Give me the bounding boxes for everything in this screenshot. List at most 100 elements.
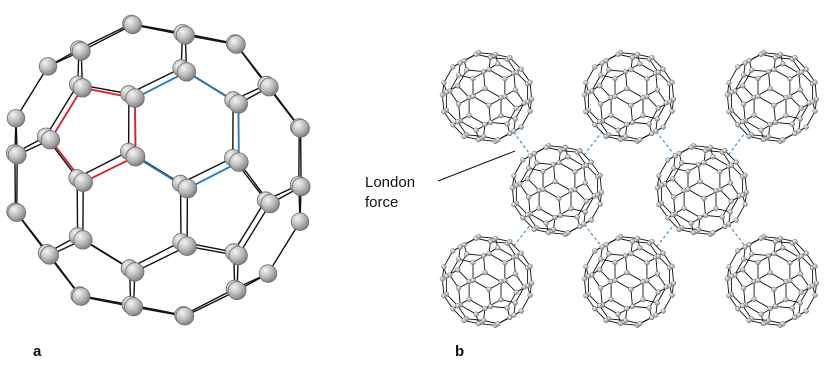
bond [800, 71, 813, 85]
bond [567, 156, 585, 167]
bond [742, 121, 752, 136]
carbon-atom [534, 160, 540, 166]
bond [737, 308, 750, 321]
carbon-atom [583, 293, 589, 299]
bond [457, 305, 467, 320]
bond [449, 74, 460, 92]
carbon-atom [457, 60, 463, 66]
carbon-atom [177, 236, 197, 256]
carbon-atom [719, 214, 725, 220]
carbon-atom [695, 226, 702, 233]
carbon-atom [772, 119, 779, 126]
carbon-atom [461, 241, 467, 248]
carbon-atom [628, 251, 634, 257]
bond [763, 52, 781, 55]
bond [506, 107, 517, 125]
carbon-atom [741, 72, 747, 78]
carbon-atom [455, 267, 461, 273]
bond [805, 68, 816, 83]
bond [789, 96, 802, 109]
carbon-atom [528, 280, 535, 286]
carbon-atom [702, 212, 709, 219]
carbon-atom [713, 188, 719, 194]
carbon-atom [615, 51, 621, 57]
bond [591, 90, 601, 105]
carbon-atom [669, 108, 675, 114]
carbon-atom [608, 112, 614, 118]
bond [614, 279, 632, 290]
bond [600, 104, 603, 122]
bond [734, 258, 745, 276]
bond [805, 294, 816, 312]
carbon-atom [486, 102, 492, 109]
bond [509, 57, 522, 70]
carbon-atom [7, 203, 27, 223]
bond [519, 167, 530, 185]
carbon-atom [455, 119, 461, 125]
bond [800, 255, 813, 269]
buckyball-3 [724, 50, 820, 144]
bond [443, 66, 454, 84]
carbon-atom [765, 253, 772, 259]
carbon-atom [746, 317, 752, 324]
bond [632, 57, 650, 60]
bond-34 [134, 245, 188, 273]
bond [520, 294, 531, 312]
carbon-atom [480, 68, 487, 75]
carbon-atom [568, 206, 574, 212]
carbon-atom [760, 321, 767, 327]
bond [743, 288, 746, 306]
carbon-atom [480, 253, 487, 259]
carbon-atom [783, 297, 789, 303]
bond [527, 162, 538, 180]
carbon-atom [797, 87, 804, 93]
bond [614, 95, 632, 106]
carbon-atom [797, 271, 804, 277]
bond [656, 187, 660, 205]
carbon-atom [498, 95, 504, 101]
carbon-atom [755, 277, 761, 283]
fullerene-crystal-lattice [439, 50, 820, 328]
carbon-atom [742, 201, 748, 207]
carbon-atom [581, 92, 588, 98]
carbon-atom [550, 226, 557, 233]
carbon-atom [441, 109, 447, 115]
bond [457, 85, 470, 98]
bond [673, 197, 676, 215]
bond [705, 150, 723, 153]
carbon-atom [660, 66, 666, 72]
bond [506, 291, 517, 309]
carbon-atom [598, 72, 604, 78]
bond [608, 318, 626, 321]
carbon-atom [796, 312, 802, 318]
carbon-atom [228, 246, 248, 266]
bond [513, 256, 516, 274]
carbon-atom [512, 87, 519, 93]
bond [729, 195, 740, 213]
carbon-atom [628, 66, 634, 73]
carbon-atom [670, 96, 677, 102]
carbon-atom [552, 214, 558, 221]
carbon-atom [789, 305, 795, 311]
carbon-atom [125, 88, 145, 108]
carbon-atom [780, 245, 786, 251]
carbon-atom [525, 176, 531, 182]
bond [744, 304, 762, 315]
carbon-atom [798, 69, 804, 75]
carbon-atom [40, 245, 59, 265]
bond [490, 121, 508, 125]
carbon-atom [498, 297, 504, 303]
carbon-atom [656, 202, 662, 208]
carbon-atom [735, 306, 741, 312]
bond [626, 272, 644, 283]
bond [554, 181, 572, 192]
bond [775, 57, 793, 60]
bond [585, 182, 595, 197]
bond [583, 278, 587, 296]
bond [574, 189, 587, 202]
bond [472, 95, 490, 106]
carbon-atom [637, 245, 643, 251]
carbon-atom [552, 179, 558, 185]
bond [655, 256, 658, 274]
